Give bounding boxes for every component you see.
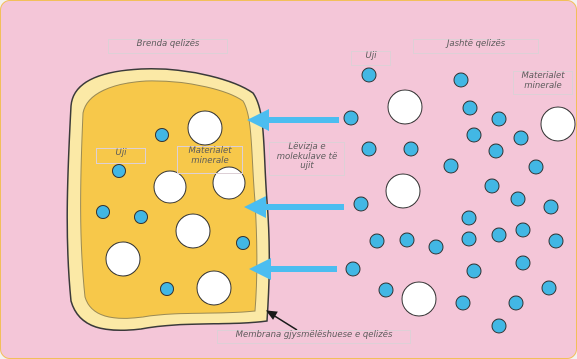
water-molecule [509, 296, 523, 310]
water-molecule [344, 111, 358, 125]
water-molecule [113, 165, 126, 178]
water-molecule [429, 240, 443, 254]
water-molecule [370, 234, 384, 248]
water-molecule [444, 159, 458, 173]
water-molecule [237, 237, 250, 250]
water-molecule [542, 281, 556, 295]
water-molecule [516, 256, 530, 270]
mineral-particle [402, 282, 436, 316]
water-molecule [462, 232, 476, 246]
water-molecule [467, 128, 481, 142]
label-water-movement: Lëvizja e molekulave të ujit [269, 142, 345, 176]
mineral-particle [388, 90, 422, 124]
mineral-particle [176, 214, 210, 248]
mineral-particle [541, 107, 575, 141]
water-molecule [379, 283, 393, 297]
water-molecule [492, 112, 506, 126]
mineral-particle [154, 171, 186, 203]
water-molecule [485, 179, 499, 193]
label-minerals-inside: Materialet minerale [177, 146, 243, 174]
mineral-particle [386, 174, 420, 208]
water-molecule [362, 68, 376, 82]
water-molecule [463, 101, 477, 115]
water-molecule [97, 206, 110, 219]
water-molecule [456, 296, 470, 310]
water-molecule [492, 319, 506, 333]
label-outside-cell: Jashtë qelizës [413, 39, 539, 54]
label-water-outside: Uji [351, 51, 391, 66]
mineral-particle [106, 242, 140, 276]
water-molecule [135, 211, 148, 224]
water-molecule [529, 160, 543, 174]
water-molecule [514, 131, 528, 145]
label-membrane: Membrana gjysmëlëshuese e qelizës [217, 330, 411, 344]
water-molecule [404, 142, 418, 156]
water-molecule [516, 223, 530, 237]
water-molecule [156, 129, 169, 142]
water-molecule [454, 73, 468, 87]
label-water-inside: Uji [96, 148, 146, 164]
water-molecule [544, 200, 558, 214]
water-molecule [462, 211, 476, 225]
water-molecule [400, 233, 414, 247]
water-molecule [492, 228, 506, 242]
water-molecule [362, 142, 376, 156]
water-outside [344, 68, 563, 333]
membrane-pointer [267, 311, 297, 330]
label-minerals-outside: Materialet minerale [513, 71, 573, 95]
mineral-particle [197, 271, 231, 305]
water-molecule [354, 197, 368, 211]
water-molecule [346, 262, 360, 276]
mineral-particle [188, 111, 222, 145]
water-molecule [511, 192, 525, 206]
label-inside-cell: Brenda qelizës [108, 39, 228, 54]
water-molecule [549, 234, 563, 248]
water-molecule [489, 144, 503, 158]
water-molecule [467, 264, 481, 278]
water-molecule [161, 283, 174, 296]
